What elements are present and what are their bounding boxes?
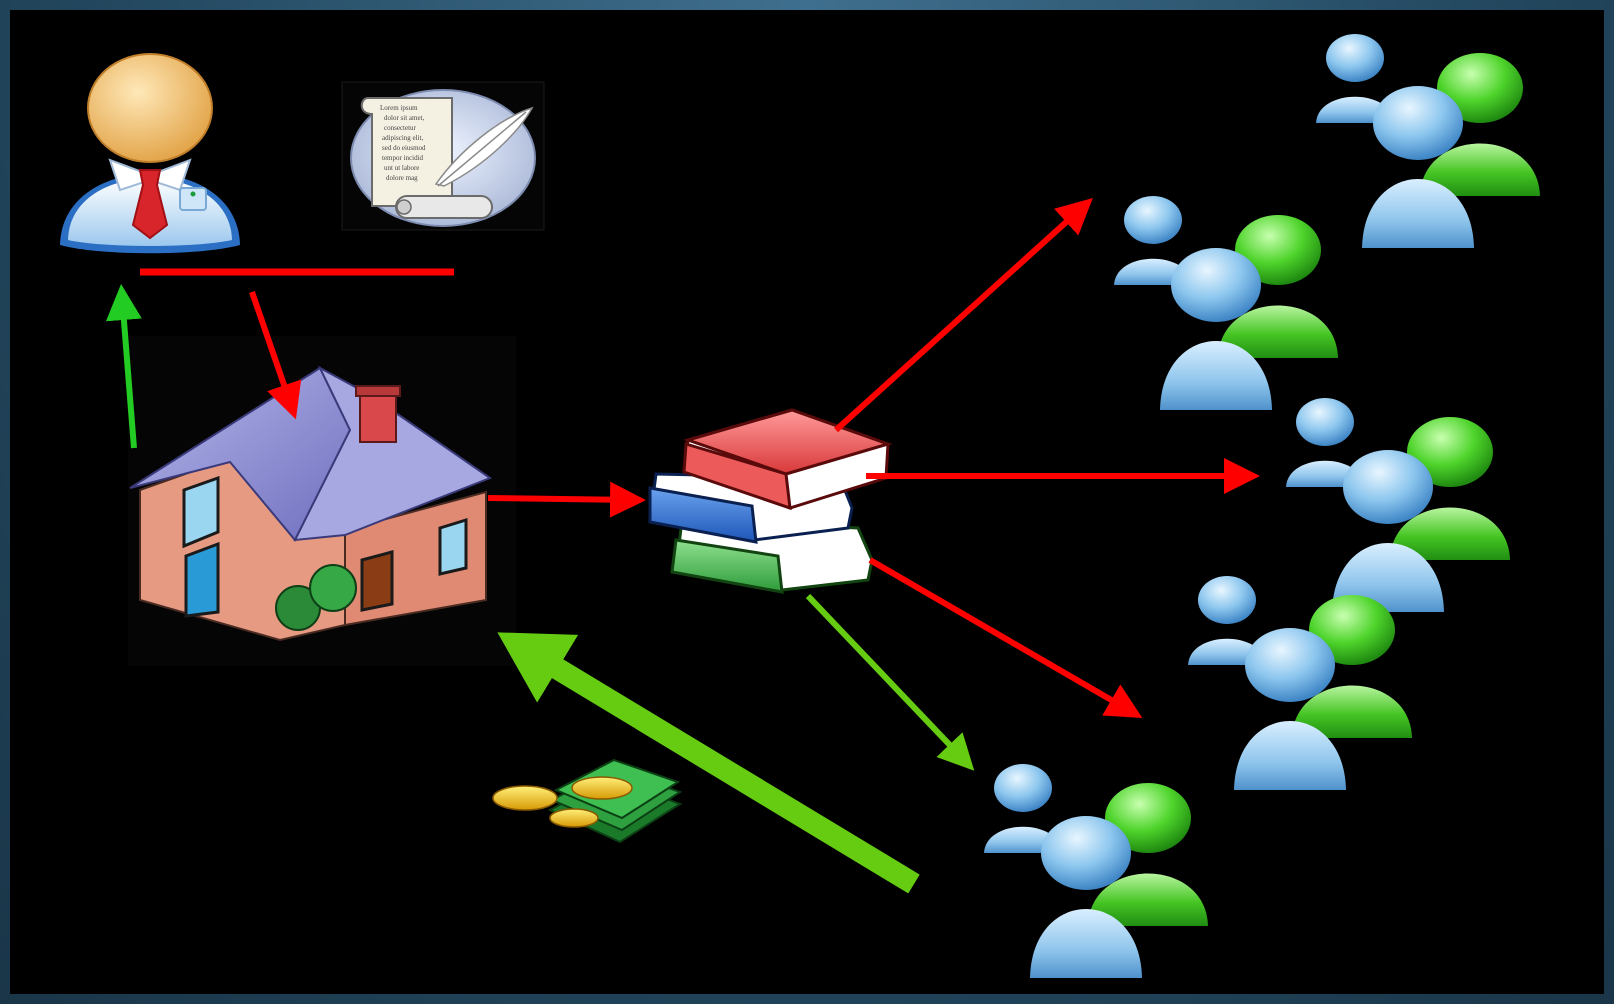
user-group-icon <box>1114 196 1338 410</box>
book-stack-icon <box>648 408 893 594</box>
arrow-books-to-readers <box>833 197 1093 433</box>
manuscript-line: dolore mag <box>386 174 418 182</box>
user-group-icon <box>1286 398 1510 612</box>
arrow-books-to-readers <box>868 557 1143 719</box>
manuscript-line: sed do eiusmod <box>382 144 426 152</box>
money-icon <box>492 758 683 844</box>
author-person-icon <box>60 53 240 254</box>
manuscript-line: unt ut labore <box>384 164 419 172</box>
manuscript-line: dolor sit amet, <box>384 114 424 122</box>
arrow-payment-to-publisher <box>497 632 920 894</box>
house-icon <box>128 336 516 666</box>
user-group-icon <box>1316 34 1540 248</box>
manuscript-line: consectetur <box>384 124 417 132</box>
arrow-books-to-readers <box>805 593 975 771</box>
manuscript-line: Lorem ipsum <box>380 104 418 112</box>
arrow-manuscript-to-publisher <box>249 291 302 420</box>
manuscript-line: adipiscing elit, <box>382 134 423 142</box>
manuscript-line: tempor incidid <box>382 154 424 162</box>
user-group-icon <box>984 764 1208 978</box>
arrow-publisher-to-author <box>105 284 142 449</box>
scroll-quill-icon: Lorem ipsum dolor sit amet, consectetur … <box>341 81 545 231</box>
arrow-publisher-to-books <box>487 481 646 518</box>
user-group-icon <box>1188 576 1412 790</box>
